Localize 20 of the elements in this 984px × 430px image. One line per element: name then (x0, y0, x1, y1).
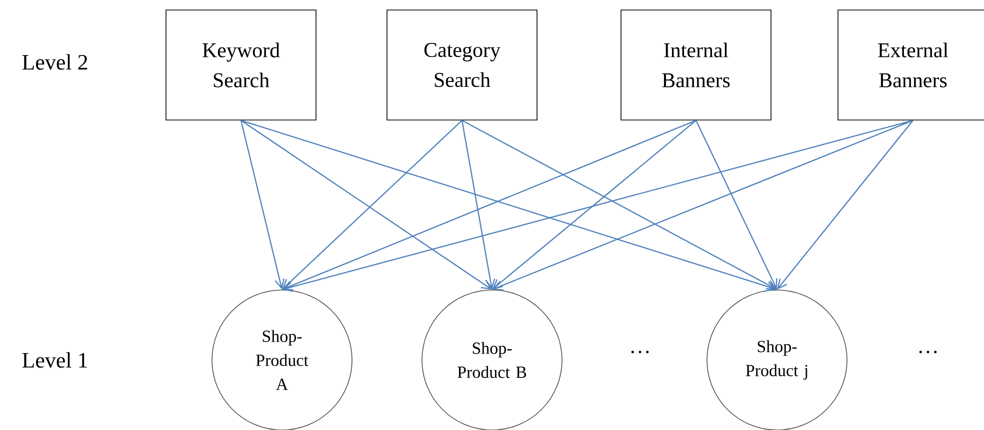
arrow (240, 120, 777, 292)
source-box: Category Search (386, 10, 538, 120)
source-box: Keyword Search (166, 10, 316, 120)
arrow (240, 120, 492, 290)
arrow (777, 120, 914, 290)
ellipsis: … (631, 350, 649, 354)
arrow (492, 120, 914, 290)
arrow (695, 120, 778, 290)
level-label: Level 2 (22, 54, 88, 70)
arrow (492, 120, 696, 290)
arrow (282, 120, 914, 292)
ellipsis: … (919, 350, 937, 354)
source-box: External Banners (838, 10, 984, 120)
arrow (282, 120, 462, 290)
source-box: Internal Banners (620, 10, 772, 120)
arrow (462, 120, 777, 290)
arrow (282, 120, 696, 290)
arrow (461, 120, 496, 290)
level-label: Level 1 (22, 352, 87, 368)
arrow (240, 120, 285, 290)
